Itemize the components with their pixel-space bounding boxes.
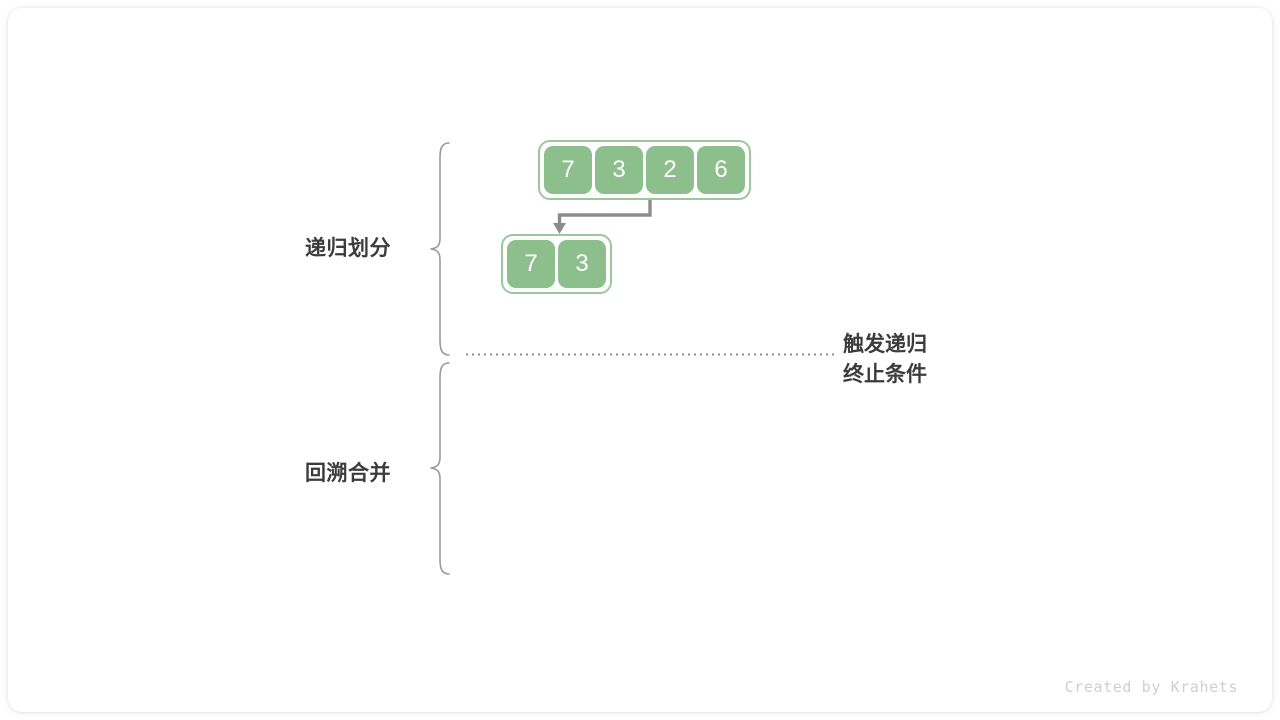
brace-divide — [430, 142, 450, 356]
array-cell: 3 — [558, 240, 606, 288]
base-case-annotation: 触发递归 终止条件 — [843, 330, 927, 390]
array-parent: 7 3 2 6 — [538, 140, 751, 200]
array-cell: 6 — [697, 146, 745, 194]
split-arrow — [553, 197, 652, 234]
array-cell: 2 — [646, 146, 694, 194]
white-card-surface — [8, 8, 1272, 712]
base-case-annotation-line2: 终止条件 — [843, 363, 927, 386]
array-cell: 7 — [507, 240, 555, 288]
array-left-half: 7 3 — [501, 234, 612, 294]
array-cell: 3 — [595, 146, 643, 194]
array-cell: 7 — [544, 146, 592, 194]
section-label-merge: 回溯合并 — [305, 462, 391, 485]
brace-merge — [430, 362, 450, 575]
watermark: Created by Krahets — [1064, 678, 1238, 696]
section-label-divide: 递归划分 — [305, 237, 391, 260]
base-case-annotation-line1: 触发递归 — [843, 333, 927, 356]
